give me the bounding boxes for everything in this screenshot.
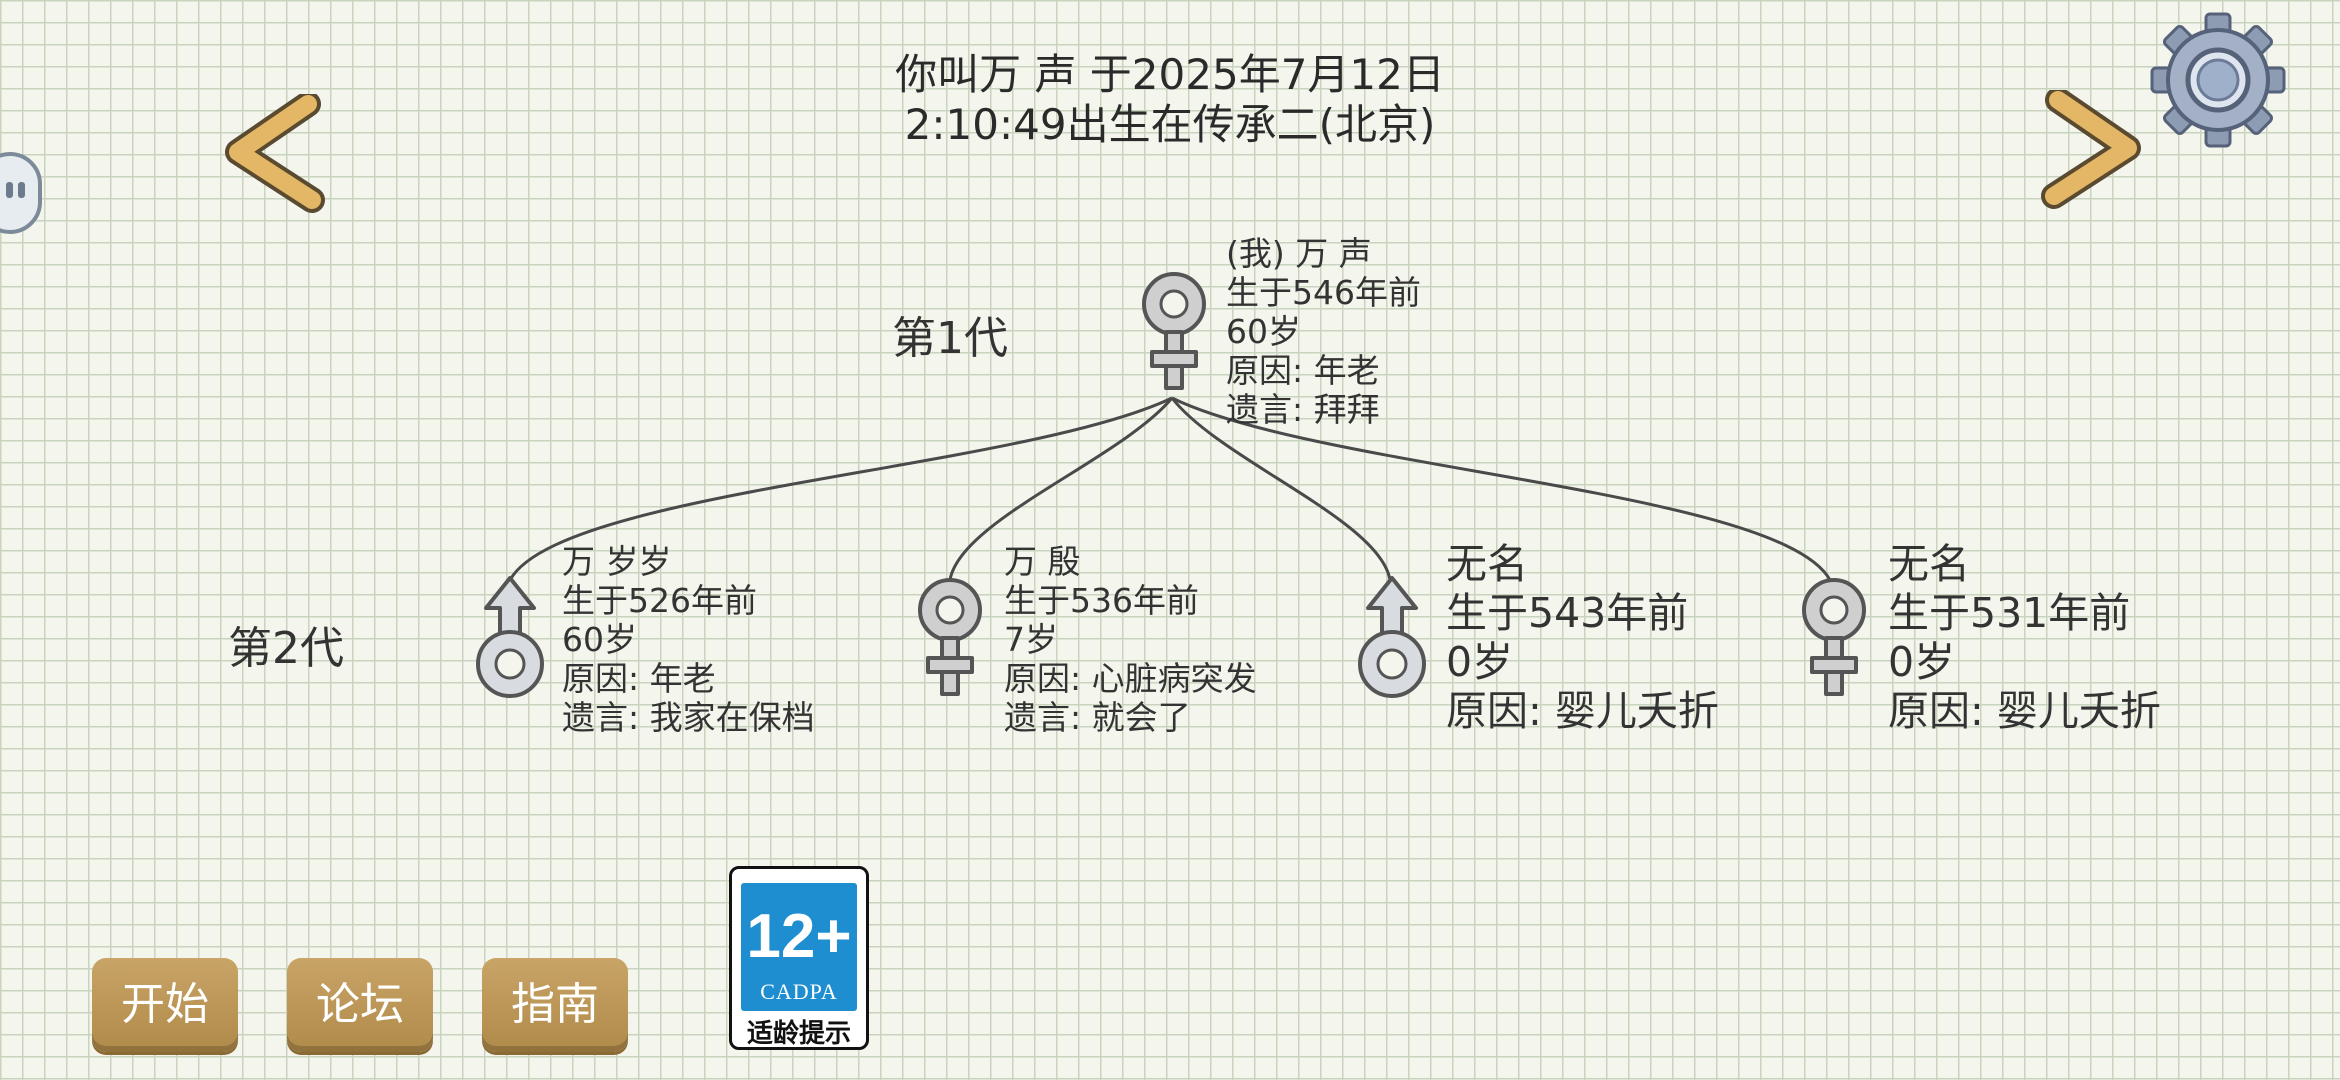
node-child-2-info: 万 殷 生于536年前 7岁 原因: 心脏病突发 遗言: 就会了 (1004, 542, 1257, 737)
node-root-last-words: 遗言: 拜拜 (1226, 390, 1380, 429)
chevron-right-icon[interactable] (2036, 90, 2146, 210)
age-rating-badge[interactable]: 12+ CADPA 适龄提示 (729, 866, 869, 1050)
age-rating-panel: 12+ CADPA (741, 883, 857, 1011)
node-child-3-cause: 原因: 婴儿夭折 (1446, 687, 1719, 735)
node-child-3-info: 无名 生于543年前 0岁 原因: 婴儿夭折 (1446, 540, 1719, 736)
node-child-2-age: 7岁 (1004, 620, 1058, 659)
male-symbol-icon[interactable] (470, 574, 550, 704)
node-child-2-last-words: 遗言: 就会了 (1004, 698, 1191, 737)
node-child-4-birth: 生于531年前 (1888, 589, 2131, 637)
age-rating-value: 12+ (746, 902, 852, 971)
chevron-left-icon[interactable] (220, 94, 330, 214)
node-child-3-birth: 生于543年前 (1446, 589, 1689, 637)
age-rating-org: CADPA (760, 979, 838, 1004)
female-symbol-icon[interactable] (1794, 574, 1874, 704)
node-root-cause: 原因: 年老 (1226, 351, 1380, 390)
node-child-4-info: 无名 生于531年前 0岁 原因: 婴儿夭折 (1888, 540, 2161, 736)
female-symbol-icon[interactable] (1134, 268, 1214, 398)
connector-child-3 (1170, 397, 1392, 581)
page-title: 你叫万 声 于2025年7月12日 2:10:49出生在传承二(北京) (0, 50, 2340, 150)
gear-icon[interactable] (2148, 10, 2288, 150)
node-child-1-info: 万 岁岁 生于526年前 60岁 原因: 年老 遗言: 我家在保档 (562, 542, 815, 737)
node-child-2-birth: 生于536年前 (1004, 581, 1199, 620)
title-line-1: 你叫万 声 于2025年7月12日 (895, 50, 1445, 99)
node-child-4-age: 0岁 (1888, 638, 1956, 686)
node-child-1-last-words: 遗言: 我家在保档 (562, 698, 815, 737)
forum-button[interactable]: 论坛 (287, 958, 433, 1052)
connector-child-1 (508, 396, 1173, 581)
male-symbol-icon[interactable] (1352, 574, 1432, 704)
connector-child-4 (1171, 396, 1832, 581)
node-root-info: (我) 万 声 生于546年前 60岁 原因: 年老 遗言: 拜拜 (1226, 234, 1421, 429)
node-root-age: 60岁 (1226, 312, 1301, 351)
node-child-4-name: 无名 (1888, 540, 1970, 588)
generation-label-2: 第2代 (228, 623, 344, 674)
generation-label-1: 第1代 (892, 313, 1008, 364)
start-button[interactable]: 开始 (92, 958, 238, 1052)
node-child-2-name: 万 殷 (1004, 542, 1081, 581)
node-child-3-name: 无名 (1446, 540, 1528, 588)
node-child-1-cause: 原因: 年老 (562, 659, 716, 698)
node-child-4-cause: 原因: 婴儿夭折 (1888, 687, 2161, 735)
node-child-1-name: 万 岁岁 (562, 542, 672, 581)
age-rating-hint: 适龄提示 (746, 1019, 851, 1049)
node-child-1-birth: 生于526年前 (562, 581, 757, 620)
node-root-name: (我) 万 声 (1226, 234, 1372, 273)
node-child-1-age: 60岁 (562, 620, 637, 659)
node-child-3-age: 0岁 (1446, 638, 1514, 686)
node-child-2-cause: 原因: 心脏病突发 (1004, 659, 1257, 698)
female-symbol-icon[interactable] (910, 574, 990, 704)
side-menu-tab-icon[interactable] (0, 150, 44, 236)
connector-child-2 (948, 397, 1174, 581)
title-line-2: 2:10:49出生在传承二(北京) (904, 100, 1436, 149)
node-root-birth: 生于546年前 (1226, 273, 1421, 312)
guide-button[interactable]: 指南 (482, 958, 628, 1052)
